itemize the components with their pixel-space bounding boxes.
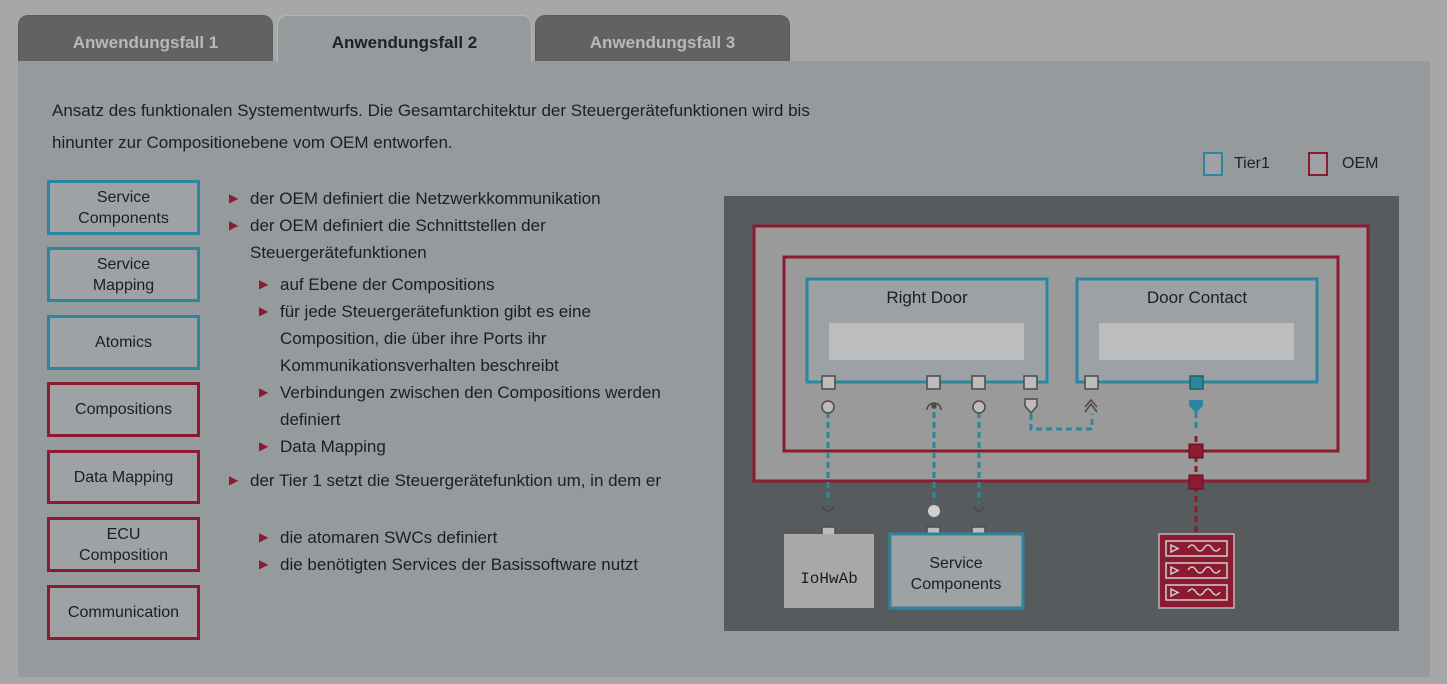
data-mapping-square	[1188, 443, 1204, 459]
bullet-arrow-icon: ▶	[259, 530, 269, 544]
port-requirer-icon	[822, 505, 834, 512]
layer-compositions[interactable]: Compositions	[47, 382, 200, 437]
service-components-box	[888, 532, 1025, 610]
port-provider-icon	[821, 400, 835, 414]
layer-label: Service	[96, 188, 151, 206]
sub-bullet-item: ▶Data Mapping	[259, 433, 386, 460]
layer-label: Components	[78, 209, 169, 227]
layer-label: ECU	[106, 525, 141, 543]
legend-tier1-label: Tier1	[1234, 155, 1270, 172]
layer-label: Compositions	[75, 401, 172, 418]
bullet-arrow-icon: ▶	[259, 557, 269, 571]
port-square	[926, 375, 941, 390]
port-provider-icon	[928, 505, 940, 517]
port-dot	[931, 403, 937, 409]
port-receiver-icon	[1084, 398, 1098, 413]
layer-label: Mapping	[92, 276, 155, 294]
port-square	[1023, 375, 1038, 390]
port-requirer-icon	[926, 402, 942, 411]
legend-tier1-swatch	[1203, 152, 1223, 176]
layer-communication[interactable]: Communication	[47, 585, 200, 640]
legend-oem-label: OEM	[1342, 155, 1379, 172]
port-sender-icon	[1189, 400, 1203, 413]
layer-ecu-composition[interactable]: ECU Composition	[47, 517, 200, 572]
service-components-label: Service	[929, 555, 982, 572]
tab-anwendungsfall-1[interactable]: Anwendungsfall 1	[18, 15, 273, 62]
port-requirer-icon	[973, 505, 985, 512]
tab-anwendungsfall-2[interactable]: Anwendungsfall 2	[277, 15, 532, 63]
port-square	[971, 375, 986, 390]
bullet-arrow-icon: ▶	[259, 304, 269, 318]
iohwab-box	[784, 534, 874, 608]
bullet-arrow-icon: ▶	[229, 218, 239, 232]
layer-data-mapping[interactable]: Data Mapping	[47, 450, 200, 504]
iohwab-label: IoHwAb	[800, 570, 858, 588]
bullet-arrow-icon: ▶	[259, 385, 269, 399]
right-door-inner	[829, 323, 1024, 360]
intro-line-1: Ansatz des funktionalen Systementwurfs. …	[52, 101, 810, 120]
port-square-tier	[1189, 375, 1204, 390]
legend-oem: OEM	[1308, 150, 1378, 178]
intro-line-2: hinunter zur Compositionebene vom OEM en…	[52, 133, 453, 152]
port-provider-icon	[972, 400, 986, 414]
door-contact-label: Door Contact	[1147, 288, 1247, 307]
layer-label: Service	[96, 255, 151, 273]
signal-wave-icon	[1165, 540, 1228, 601]
bullet-arrow-icon: ▶	[259, 277, 269, 291]
layer-label: Data Mapping	[73, 468, 174, 486]
port-square	[821, 375, 836, 390]
data-mapping-square	[1188, 474, 1204, 490]
port-connections	[826, 412, 1198, 503]
layer-label: Communication	[67, 604, 180, 621]
intro-text: Ansatz des funktionalen Systementwurfs. …	[52, 95, 892, 159]
door-contact-inner	[1099, 323, 1294, 360]
bullet-arrow-icon: ▶	[229, 191, 239, 205]
layer-label: Atomics	[95, 334, 152, 351]
sub-bullet-item: ▶Verbindungen zwischen den Compositions …	[259, 379, 661, 433]
service-components-label: Components	[911, 576, 1002, 593]
bullet-arrow-icon: ▶	[259, 439, 269, 453]
legend-oem-swatch	[1308, 152, 1328, 176]
bullet-item: ▶der OEM definiert die Schnittstellen de…	[229, 212, 546, 266]
bullet-item: ▶der OEM definiert die Netzwerkkommunika…	[229, 185, 601, 212]
bullet-item: ▶der Tier 1 setzt die Steuergerätefunkti…	[229, 467, 661, 494]
layer-label: Composition	[79, 546, 168, 564]
sub-bullet-item: ▶auf Ebene der Compositions	[259, 271, 495, 298]
legend-tier1: Tier1	[1203, 150, 1270, 178]
tab-anwendungsfall-3[interactable]: Anwendungsfall 3	[535, 15, 790, 62]
sub-bullet-item: ▶die benötigten Services der Basissoftwa…	[259, 551, 638, 578]
port-sender-icon	[1024, 398, 1038, 415]
sub-bullet-item: ▶für jede Steuergerätefunktion gibt es e…	[259, 298, 591, 379]
port-square	[1084, 375, 1099, 390]
sub-bullet-item: ▶die atomaren SWCs definiert	[259, 524, 497, 551]
architecture-diagram: Right Door Door Contact	[724, 196, 1399, 631]
layer-atomics[interactable]: Atomics	[47, 315, 200, 370]
right-door-label: Right Door	[886, 288, 968, 307]
bullet-arrow-icon: ▶	[229, 473, 239, 487]
